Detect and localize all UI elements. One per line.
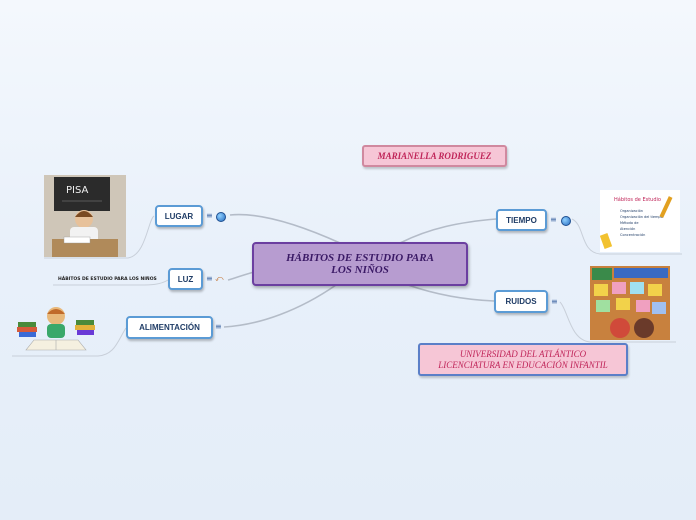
chalkboard-text: PISA	[66, 185, 89, 196]
notes-icon[interactable]: ≡	[206, 211, 213, 220]
child-reading-illustration	[17, 307, 95, 351]
notes-icon[interactable]: ≡	[215, 322, 222, 331]
sub-link-tiempo	[571, 218, 682, 255]
card-item-3: Método de	[620, 221, 639, 225]
classroom-noticeboard-illustration	[590, 266, 670, 340]
branch-ruidos[interactable]: RUIDOS	[494, 290, 548, 313]
program-name: LICENCIATURA EN EDUCACIÓN INFANTIL	[438, 359, 608, 370]
sub-link-alimentacion	[12, 327, 127, 357]
student-at-chalkboard-illustration: PISA	[44, 175, 126, 257]
central-topic[interactable]: HÁBITOS DE ESTUDIO PARA LOS NIÑOS	[252, 242, 468, 286]
card-title: Hábitos de Estudio	[614, 196, 661, 203]
alimentacion-image	[14, 302, 98, 354]
card-item-2: Organización del tiempo	[620, 215, 663, 219]
university-floating-topic[interactable]: UNIVERSIDAD DEL ATLÁNTICO LICENCIATURA E…	[418, 343, 628, 376]
sub-link-lugar	[44, 215, 155, 259]
sub-link-luz	[53, 279, 169, 286]
branch-tiempo[interactable]: TIEMPO	[496, 209, 547, 231]
author-name: MARIANELLA RODRIGUEZ	[377, 151, 492, 161]
card-item-5: Concentración	[620, 233, 645, 237]
hyperlink-globe-icon[interactable]	[561, 216, 571, 226]
author-floating-topic[interactable]: MARIANELLA RODRIGUEZ	[362, 145, 507, 167]
branch-alimentacion-label: ALIMENTACIÓN	[139, 323, 200, 332]
branch-lugar[interactable]: LUGAR	[155, 205, 203, 227]
branch-tiempo-label: TIEMPO	[506, 215, 537, 225]
topic-link-icon[interactable]: ⤺	[215, 274, 224, 283]
university-name: UNIVERSIDAD DEL ATLÁNTICO	[459, 348, 587, 359]
notes-icon[interactable]: ≡	[206, 274, 213, 283]
central-topic-line2: LOS NIÑOS	[331, 264, 389, 276]
ruidos-image	[590, 266, 670, 340]
link-luz	[227, 271, 255, 281]
link-alimentacion	[223, 284, 337, 328]
tiempo-image: Hábitos de Estudio Organización Organiza…	[600, 190, 680, 252]
card-item-4: Atención	[620, 227, 635, 231]
luz-subtopic-text: HÁBITOS DE ESTUDIO PARA LOS NIÑOS	[58, 277, 157, 282]
lugar-image: PISA	[44, 175, 126, 257]
link-ruidos	[407, 284, 495, 302]
hyperlink-globe-icon[interactable]	[216, 212, 226, 222]
branch-alimentacion[interactable]: ALIMENTACIÓN	[126, 316, 213, 339]
link-lugar	[229, 213, 341, 244]
branch-lugar-label: LUGAR	[164, 211, 194, 221]
link-tiempo	[399, 218, 497, 244]
notes-icon[interactable]: ≡	[550, 215, 557, 224]
central-topic-line1: HÁBITOS DE ESTUDIO PARA	[286, 252, 434, 264]
sub-link-ruidos	[559, 301, 676, 343]
branch-luz-label: LUZ	[177, 274, 194, 284]
card-item-1: Organización	[620, 209, 643, 213]
notes-icon[interactable]: ≡	[551, 297, 558, 306]
branch-luz[interactable]: LUZ	[168, 268, 203, 290]
study-habits-card-illustration: Hábitos de Estudio Organización Organiza…	[600, 190, 680, 252]
branch-ruidos-label: RUIDOS	[505, 297, 537, 306]
